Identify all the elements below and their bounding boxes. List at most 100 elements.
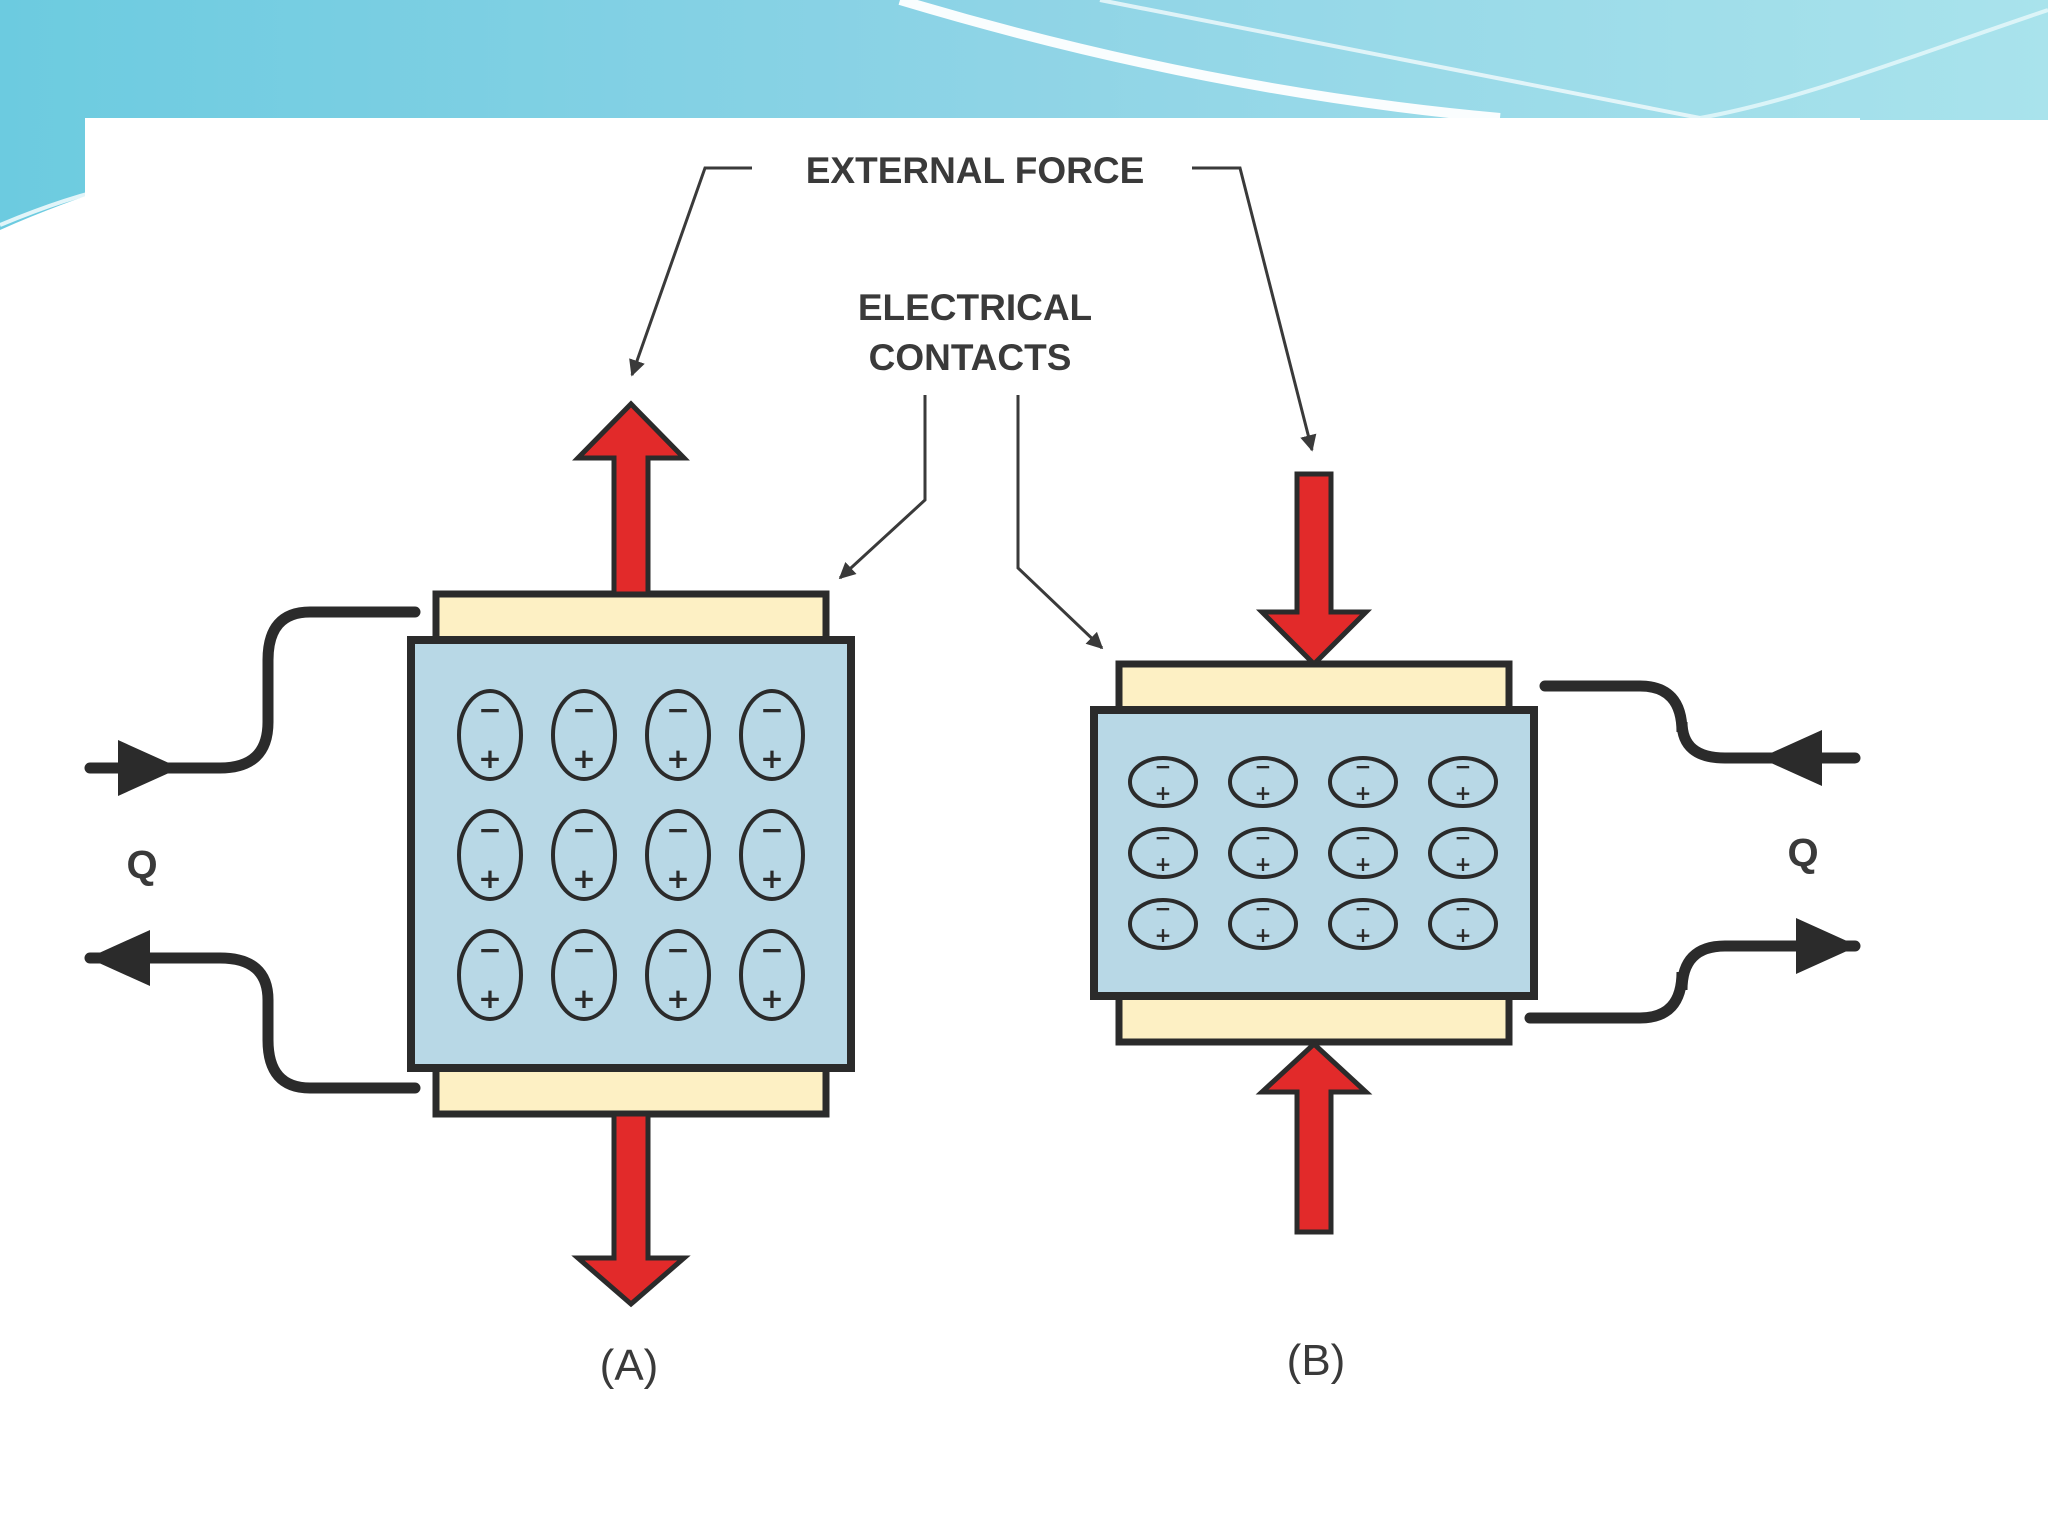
- crystal-b: −+−+−+−+−+−+−+−+−+−+−+−+ Q (B): [1090, 471, 1861, 1385]
- crystal-a-dipole: −+: [457, 929, 523, 1021]
- external-force-leader-b: [1192, 166, 1317, 452]
- flow-arrow-b-out-icon: [1796, 918, 1858, 974]
- crystal-b-dipole-neg: −: [1355, 826, 1372, 850]
- crystal-a-dipole-neg: −: [478, 694, 501, 727]
- crystal-b-dipole: −+: [1328, 897, 1398, 950]
- wire-a-bottom: [84, 952, 421, 1094]
- crystal-a-dipole: −+: [645, 689, 711, 781]
- crystal-b-dipole-pos: +: [1155, 923, 1172, 947]
- crystal-b-dipole-pos: +: [1455, 923, 1472, 947]
- crystal-a-dipole-neg: −: [666, 694, 689, 727]
- crystal-b-dipole: −+: [1228, 897, 1298, 950]
- electrical-contacts-label-line1: ELECTRICAL: [858, 287, 1092, 328]
- force-arrow-b-down-icon: [1255, 471, 1373, 668]
- q-label-right: Q: [1787, 831, 1818, 875]
- crystal-a-dipole: −+: [551, 929, 617, 1021]
- crystal-body-a: [407, 636, 855, 1072]
- crystal-b-dipole-neg: −: [1255, 897, 1272, 921]
- contacts-leader-b: [1016, 395, 1104, 650]
- crystal-b-dipole: −+: [1128, 755, 1198, 808]
- crystal-b-dipole: −+: [1128, 897, 1198, 950]
- crystal-a-dipole-pos: +: [572, 862, 595, 895]
- crystal-b-dipole-neg: −: [1355, 897, 1372, 921]
- crystal-a-dipole-pos: +: [572, 742, 595, 775]
- contacts-leader-a: [838, 395, 927, 580]
- crystal-a-dipole-neg: −: [666, 934, 689, 967]
- dipole-grid-b: −+−+−+−+−+−+−+−+−+−+−+−+: [1128, 755, 1498, 950]
- crystal-a: −+−+−+−+−+−+−+−+−+−+−+−+ Q (A): [84, 400, 855, 1390]
- crystal-a-dipole-pos: +: [572, 982, 595, 1015]
- contact-a-top: [432, 590, 830, 644]
- electrical-contacts-label-line2: CONTACTS: [869, 337, 1072, 378]
- crystal-b-dipole-neg: −: [1455, 826, 1472, 850]
- flow-arrow-a-out-icon: [88, 930, 150, 986]
- crystal-a-dipole-neg: −: [572, 934, 595, 967]
- wire-b-bottom: [1524, 940, 1861, 1024]
- crystal-b-dipole: −+: [1228, 755, 1298, 808]
- crystal-a-dipole-neg: −: [478, 814, 501, 847]
- crystal-a-dipole: −+: [457, 809, 523, 901]
- wire-a-top: [84, 606, 421, 774]
- crystal-b-dipole: −+: [1328, 755, 1398, 808]
- crystal-b-dipole-neg: −: [1155, 755, 1172, 779]
- crystal-a-dipole-pos: +: [666, 862, 689, 895]
- crystal-b-dipole: −+: [1328, 826, 1398, 879]
- crystal-b-dipole-pos: +: [1155, 781, 1172, 805]
- flow-arrow-a-in-icon: [118, 740, 180, 796]
- external-force-leader-a: [629, 166, 752, 377]
- external-force-leaders: [629, 166, 1317, 650]
- crystal-a-dipole: −+: [739, 689, 805, 781]
- crystal-a-dipole: −+: [645, 929, 711, 1021]
- crystal-b-dipole-pos: +: [1255, 781, 1272, 805]
- crystal-b-dipole-neg: −: [1155, 897, 1172, 921]
- crystal-b-dipole-pos: +: [1355, 852, 1372, 876]
- crystal-a-dipole-pos: +: [760, 862, 783, 895]
- crystal-a-dipole-pos: +: [760, 742, 783, 775]
- crystal-a-dipole-pos: +: [666, 742, 689, 775]
- force-arrow-b-up-icon: [1255, 1040, 1373, 1235]
- external-force-label: EXTERNAL FORCE: [806, 150, 1145, 191]
- crystal-a-dipole: −+: [551, 689, 617, 781]
- crystal-b-dipole-neg: −: [1355, 755, 1372, 779]
- crystal-a-dipole: −+: [739, 929, 805, 1021]
- crystal-a-dipole-neg: −: [760, 934, 783, 967]
- crystal-a-dipole-pos: +: [760, 982, 783, 1015]
- crystal-a-dipole-pos: +: [478, 862, 501, 895]
- crystal-a-dipole-neg: −: [572, 814, 595, 847]
- top-banner: [0, 0, 2048, 230]
- flow-arrow-b-in-icon: [1760, 730, 1822, 786]
- force-arrow-a-down-icon: [571, 1111, 691, 1308]
- crystal-b-dipole-neg: −: [1155, 826, 1172, 850]
- crystal-a-dipole: −+: [457, 689, 523, 781]
- crystal-b-dipole-neg: −: [1455, 755, 1472, 779]
- crystal-b-dipole: −+: [1428, 755, 1498, 808]
- caption-b: (B): [1287, 1336, 1346, 1385]
- crystal-b-dipole-pos: +: [1355, 923, 1372, 947]
- crystal-a-dipole-neg: −: [666, 814, 689, 847]
- crystal-b-dipole-pos: +: [1255, 923, 1272, 947]
- crystal-b-dipole-pos: +: [1355, 781, 1372, 805]
- caption-a: (A): [600, 1341, 659, 1390]
- crystal-a-dipole-pos: +: [478, 982, 501, 1015]
- crystal-a-dipole-pos: +: [666, 982, 689, 1015]
- crystal-a-dipole: −+: [551, 809, 617, 901]
- contact-b-top: [1115, 660, 1513, 714]
- crystal-a-dipole-neg: −: [760, 814, 783, 847]
- crystal-b-dipole-neg: −: [1255, 755, 1272, 779]
- crystal-b-dipole-neg: −: [1455, 897, 1472, 921]
- crystal-b-dipole-pos: +: [1455, 781, 1472, 805]
- crystal-a-dipole-pos: +: [478, 742, 501, 775]
- crystal-b-dipole-pos: +: [1455, 852, 1472, 876]
- contact-b-bottom: [1115, 992, 1513, 1046]
- crystal-b-dipole-neg: −: [1255, 826, 1272, 850]
- wire-b-top: [1539, 680, 1861, 764]
- force-arrow-a-up-icon: [572, 400, 690, 597]
- contact-a-bottom: [432, 1064, 830, 1118]
- crystal-a-dipole-neg: −: [760, 694, 783, 727]
- crystal-a-dipole-neg: −: [478, 934, 501, 967]
- crystal-b-dipole: −+: [1228, 826, 1298, 879]
- dipole-grid-a: −+−+−+−+−+−+−+−+−+−+−+−+: [457, 689, 805, 1021]
- crystal-b-dipole: −+: [1428, 826, 1498, 879]
